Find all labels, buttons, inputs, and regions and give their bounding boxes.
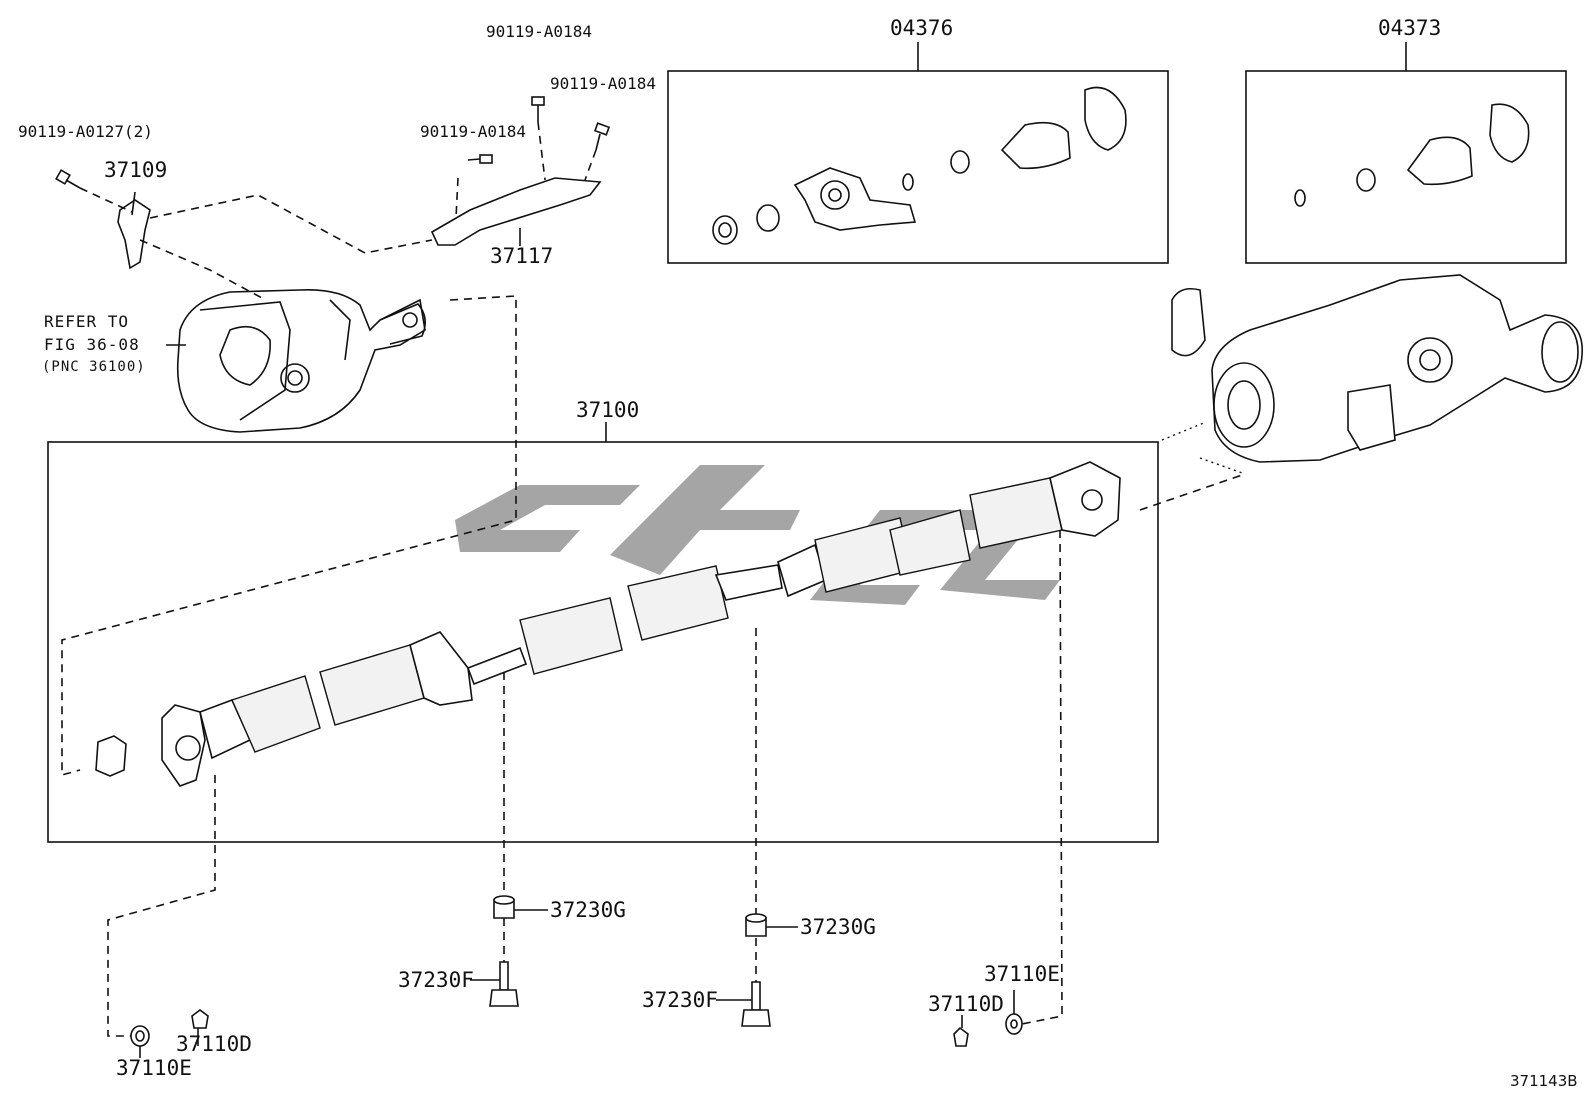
note-line3: (PNC 36100) <box>42 359 146 375</box>
note-line1: REFER TO <box>44 312 130 331</box>
label-spacer-37230g-b: 37230G <box>800 915 876 939</box>
bolts-a0184-drawing <box>467 96 611 164</box>
label-bracket-37117: 37117 <box>490 244 554 268</box>
label-washer-37110e-right: 37110E <box>984 962 1060 986</box>
label-bolt-37230f-a: 37230F <box>398 968 474 992</box>
loose-parts-drawing <box>130 191 1023 1058</box>
label-bolt-a0184-mid: 90119-A0184 <box>420 122 526 141</box>
label-nut-37110d-left: 37110D <box>176 1032 252 1056</box>
label-washer-37110e-left: 37110E <box>116 1056 192 1080</box>
label-bolt-a0127: 90119-A0127(2) <box>18 122 153 141</box>
kit-04376-drawing <box>712 86 1127 245</box>
label-kit-04373: 04373 <box>1378 16 1442 40</box>
connection-lines <box>61 121 1246 1037</box>
rear-differential-drawing <box>1171 274 1583 463</box>
assembly-box-37100 <box>47 441 1159 843</box>
bracket-37109-drawing <box>117 199 151 270</box>
transfer-case-drawing <box>176 288 426 433</box>
yoke-nut-drawing <box>95 735 127 777</box>
propeller-shaft-drawing <box>161 461 1121 787</box>
note-line2: FIG 36-08 <box>44 335 140 354</box>
diagram-code: 371143B <box>1510 1072 1578 1090</box>
label-shaft-37100: 37100 <box>576 398 640 422</box>
label-nut-37110d-right: 37110D <box>928 992 1004 1016</box>
bracket-37117-drawing <box>430 177 602 246</box>
label-bolt-a0184-right: 90119-A0184 <box>550 74 656 93</box>
kit-box-04373 <box>1245 70 1567 264</box>
label-bolt-a0184-top: 90119-A0184 <box>486 22 592 41</box>
kit-04373-drawing <box>1294 103 1530 207</box>
label-bracket-37109: 37109 <box>104 158 168 182</box>
label-kit-04376: 04376 <box>890 16 954 40</box>
label-bolt-37230f-b: 37230F <box>642 988 718 1012</box>
bolt-a0127-drawing <box>55 169 81 189</box>
label-spacer-37230g-a: 37230G <box>550 898 626 922</box>
